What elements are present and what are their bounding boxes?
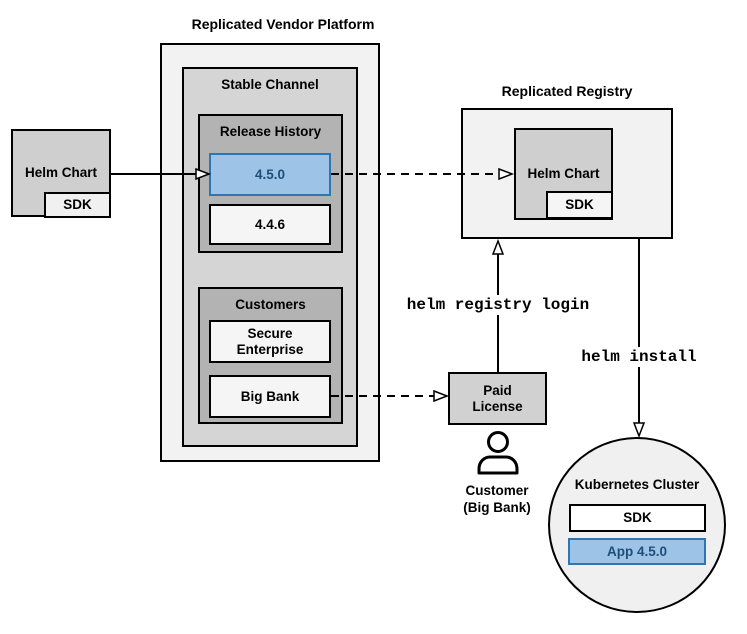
registry-sdk-box: SDK bbox=[546, 191, 613, 219]
customer-label-line2: (Big Bank) bbox=[463, 499, 531, 515]
command-helm-install: helm install bbox=[579, 347, 699, 367]
release-4-5-0-label: 4.5.0 bbox=[254, 166, 286, 182]
source-sdk-box: SDK bbox=[44, 192, 111, 218]
customer-label-line1: Customer bbox=[465, 483, 529, 498]
customers-label: Customers bbox=[235, 297, 306, 312]
command-helm-registry-login: helm registry login bbox=[402, 295, 594, 315]
paid-license-label: Paid License bbox=[472, 382, 523, 414]
customer-big-bank-box: Big Bank bbox=[209, 375, 331, 418]
release-4-4-6-label: 4.4.6 bbox=[254, 216, 286, 232]
platform-title: Replicated Vendor Platform bbox=[191, 16, 375, 32]
kubernetes-cluster-title: Kubernetes Cluster bbox=[574, 477, 700, 492]
source-helm-chart-label: Helm Chart bbox=[24, 165, 97, 181]
customer-big-bank-label: Big Bank bbox=[240, 388, 300, 404]
cluster-app-label: App 4.5.0 bbox=[606, 543, 668, 559]
cluster-app-box: App 4.5.0 bbox=[568, 538, 706, 565]
stable-channel-label: Stable Channel bbox=[221, 77, 319, 92]
registry-helm-chart-label: Helm Chart bbox=[527, 166, 600, 182]
source-sdk-label: SDK bbox=[63, 197, 92, 213]
arrow-helm-install bbox=[632, 239, 646, 439]
customer-person-icon bbox=[477, 431, 519, 475]
release-4-4-6-box: 4.4.6 bbox=[209, 204, 331, 245]
customer-label: Customer (Big Bank) bbox=[437, 483, 557, 517]
customer-secure-enterprise-box: Secure Enterprise bbox=[209, 320, 331, 363]
registry-title: Replicated Registry bbox=[501, 83, 633, 99]
registry-sdk-label: SDK bbox=[565, 197, 594, 213]
release-history-label: Release History bbox=[219, 124, 322, 139]
customer-secure-enterprise-label: Secure Enterprise bbox=[236, 325, 304, 357]
cluster-sdk-box: SDK bbox=[569, 504, 706, 532]
release-4-5-0-box: 4.5.0 bbox=[209, 153, 331, 196]
cluster-sdk-label: SDK bbox=[623, 510, 652, 526]
paid-license-box: Paid License bbox=[448, 372, 547, 425]
